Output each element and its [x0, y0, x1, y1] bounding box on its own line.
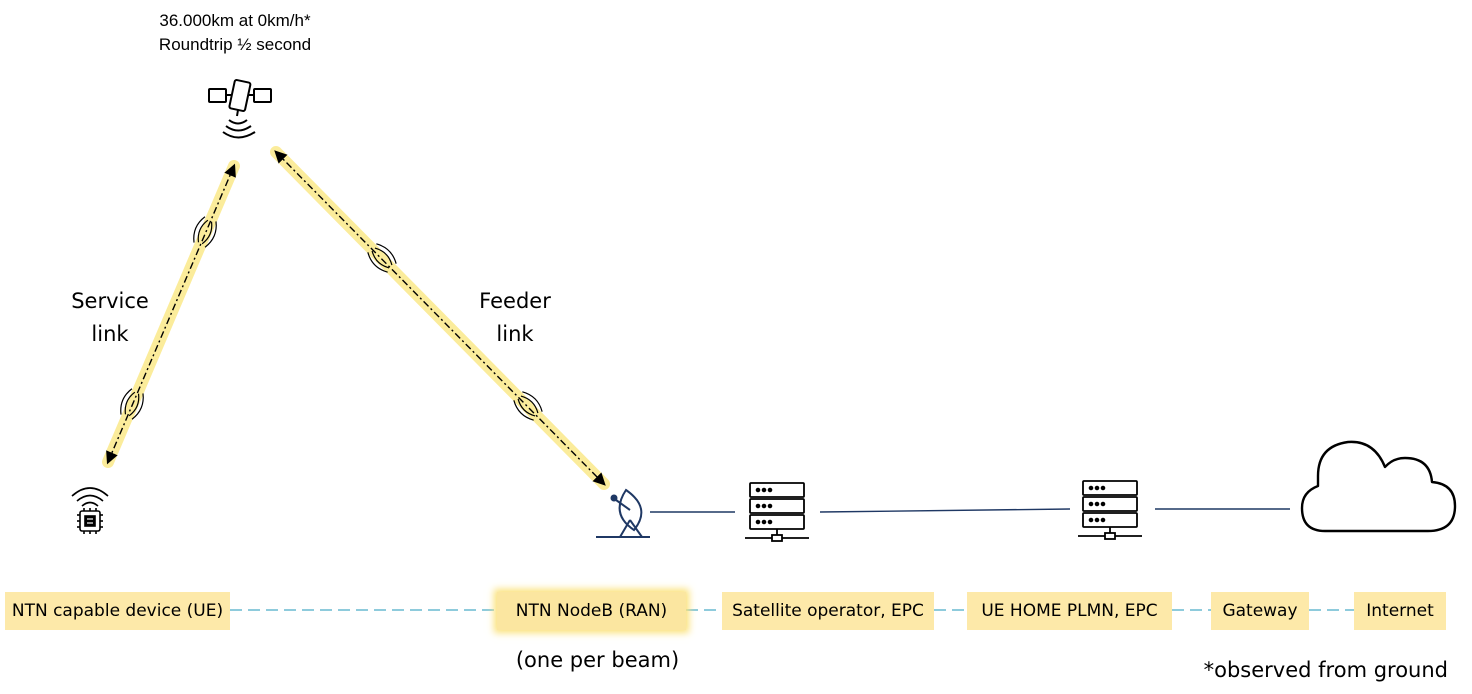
node-ran: NTN NodeB (RAN) [497, 592, 686, 630]
ground-connection-lines [650, 508, 1290, 513]
service-link-label: Service link [71, 289, 149, 346]
iot-device-icon [71, 487, 109, 534]
satellite-note: 36.000km at 0km/h* Roundtrip ½ second [100, 9, 370, 57]
feeder-link-label: Feeder link [479, 289, 551, 346]
feeder-link [270, 146, 610, 490]
signal-wave-icon [193, 216, 217, 248]
satellite-dish-icon [596, 488, 650, 538]
satellite-note-distance: 36.000km at 0km/h* [159, 11, 311, 30]
node-internet: Internet [1354, 592, 1446, 630]
server-icon [1078, 480, 1142, 540]
node-home-plmn: UE HOME PLMN, EPC [967, 592, 1172, 630]
cloud-icon [1300, 440, 1457, 533]
beam-note: (one per beam) [515, 648, 680, 672]
server-icon [745, 482, 809, 542]
signal-wave-icon [513, 391, 543, 421]
node-gateway: Gateway [1211, 592, 1309, 630]
footnote: *observed from ground [1203, 658, 1448, 682]
satellite-icon [208, 79, 272, 139]
node-satellite-operator: Satellite operator, EPC [722, 592, 934, 630]
signal-wave-icon [367, 243, 397, 273]
node-ue: NTN capable device (UE) [5, 592, 230, 630]
signal-wave-icon [120, 388, 144, 420]
service-link [102, 160, 240, 468]
satellite-note-roundtrip: Roundtrip ½ second [158, 35, 312, 54]
